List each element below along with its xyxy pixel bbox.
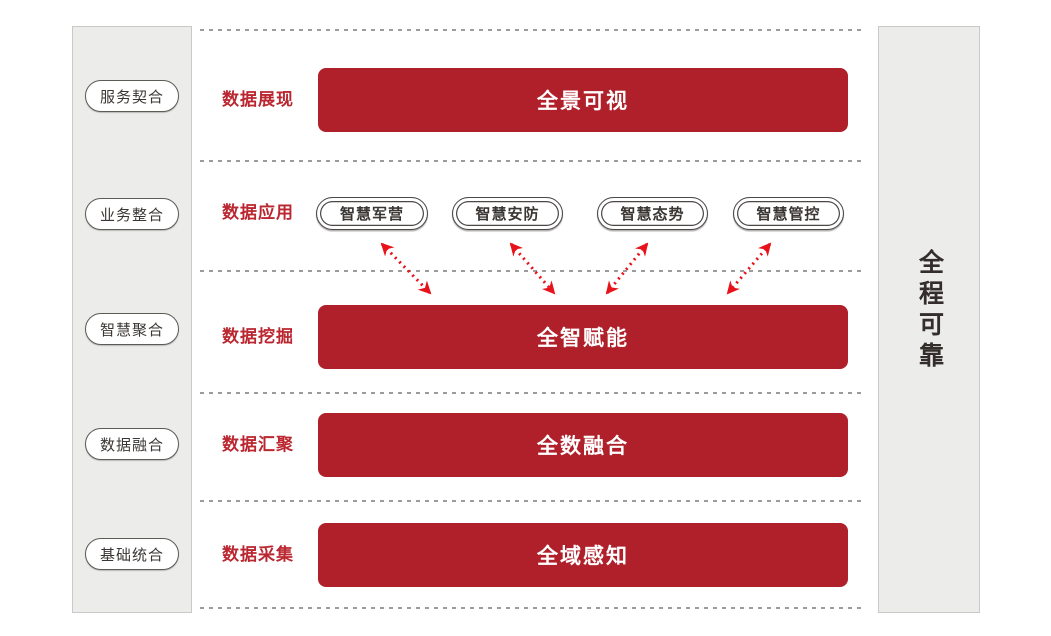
capability-pill-label: 数据融合 (99, 436, 164, 454)
row-label-mining: 数据挖掘 (222, 327, 294, 346)
bidirectional-arrow-icon (726, 242, 772, 295)
row-label-presentation: 数据展现 (222, 90, 294, 109)
right-sidebar: 全程可靠 (878, 26, 980, 613)
row-label-aggregation: 数据汇聚 (222, 435, 294, 454)
capability-pill-label: 服务契合 (99, 88, 164, 106)
app-pill-label: 智慧管控 (756, 206, 821, 223)
app-pill-label: 智慧态势 (620, 206, 685, 223)
capability-pill-label: 智慧聚合 (99, 321, 164, 339)
capability-pill-label: 基础统合 (99, 546, 164, 564)
capability-pill-business: 业务整合 (85, 198, 179, 230)
app-pill-label: 智慧安防 (475, 206, 540, 223)
app-pill-smart-posture: 智慧态势 (597, 197, 708, 230)
dotted-divider (200, 500, 866, 502)
app-pill-smart-control: 智慧管控 (733, 197, 844, 230)
capability-pill-intelligence: 智慧聚合 (85, 313, 179, 345)
capability-pill-label: 业务整合 (99, 206, 164, 224)
dotted-divider (200, 607, 866, 609)
dotted-divider (200, 270, 866, 272)
layer-bar-panorama: 全景可视 (318, 68, 848, 132)
bidirectional-arrow-icon (380, 242, 432, 295)
app-pill-smart-security: 智慧安防 (452, 197, 563, 230)
layer-bar-fusion: 全数融合 (318, 413, 848, 477)
layer-bar-sensing: 全域感知 (318, 523, 848, 587)
capability-pill-data: 数据融合 (85, 428, 179, 460)
bidirectional-arrow-icon (605, 242, 649, 295)
capability-pill-service: 服务契合 (85, 80, 179, 112)
dotted-divider (200, 160, 866, 162)
left-sidebar: 服务契合 业务整合 智慧聚合 数据融合 基础统合 (72, 26, 192, 613)
layer-bar-empowering: 全智赋能 (318, 305, 848, 369)
capability-pill-foundation: 基础统合 (85, 538, 179, 570)
app-pill-label: 智慧军营 (339, 206, 404, 223)
app-pill-smart-camp: 智慧军营 (316, 197, 428, 230)
bidirectional-arrow-icon (509, 242, 556, 295)
row-label-application: 数据应用 (222, 203, 294, 222)
dotted-divider (200, 29, 866, 31)
dotted-divider (200, 392, 866, 394)
right-sidebar-vertical-label: 全程可靠 (915, 248, 944, 373)
row-label-collection: 数据采集 (222, 545, 294, 564)
